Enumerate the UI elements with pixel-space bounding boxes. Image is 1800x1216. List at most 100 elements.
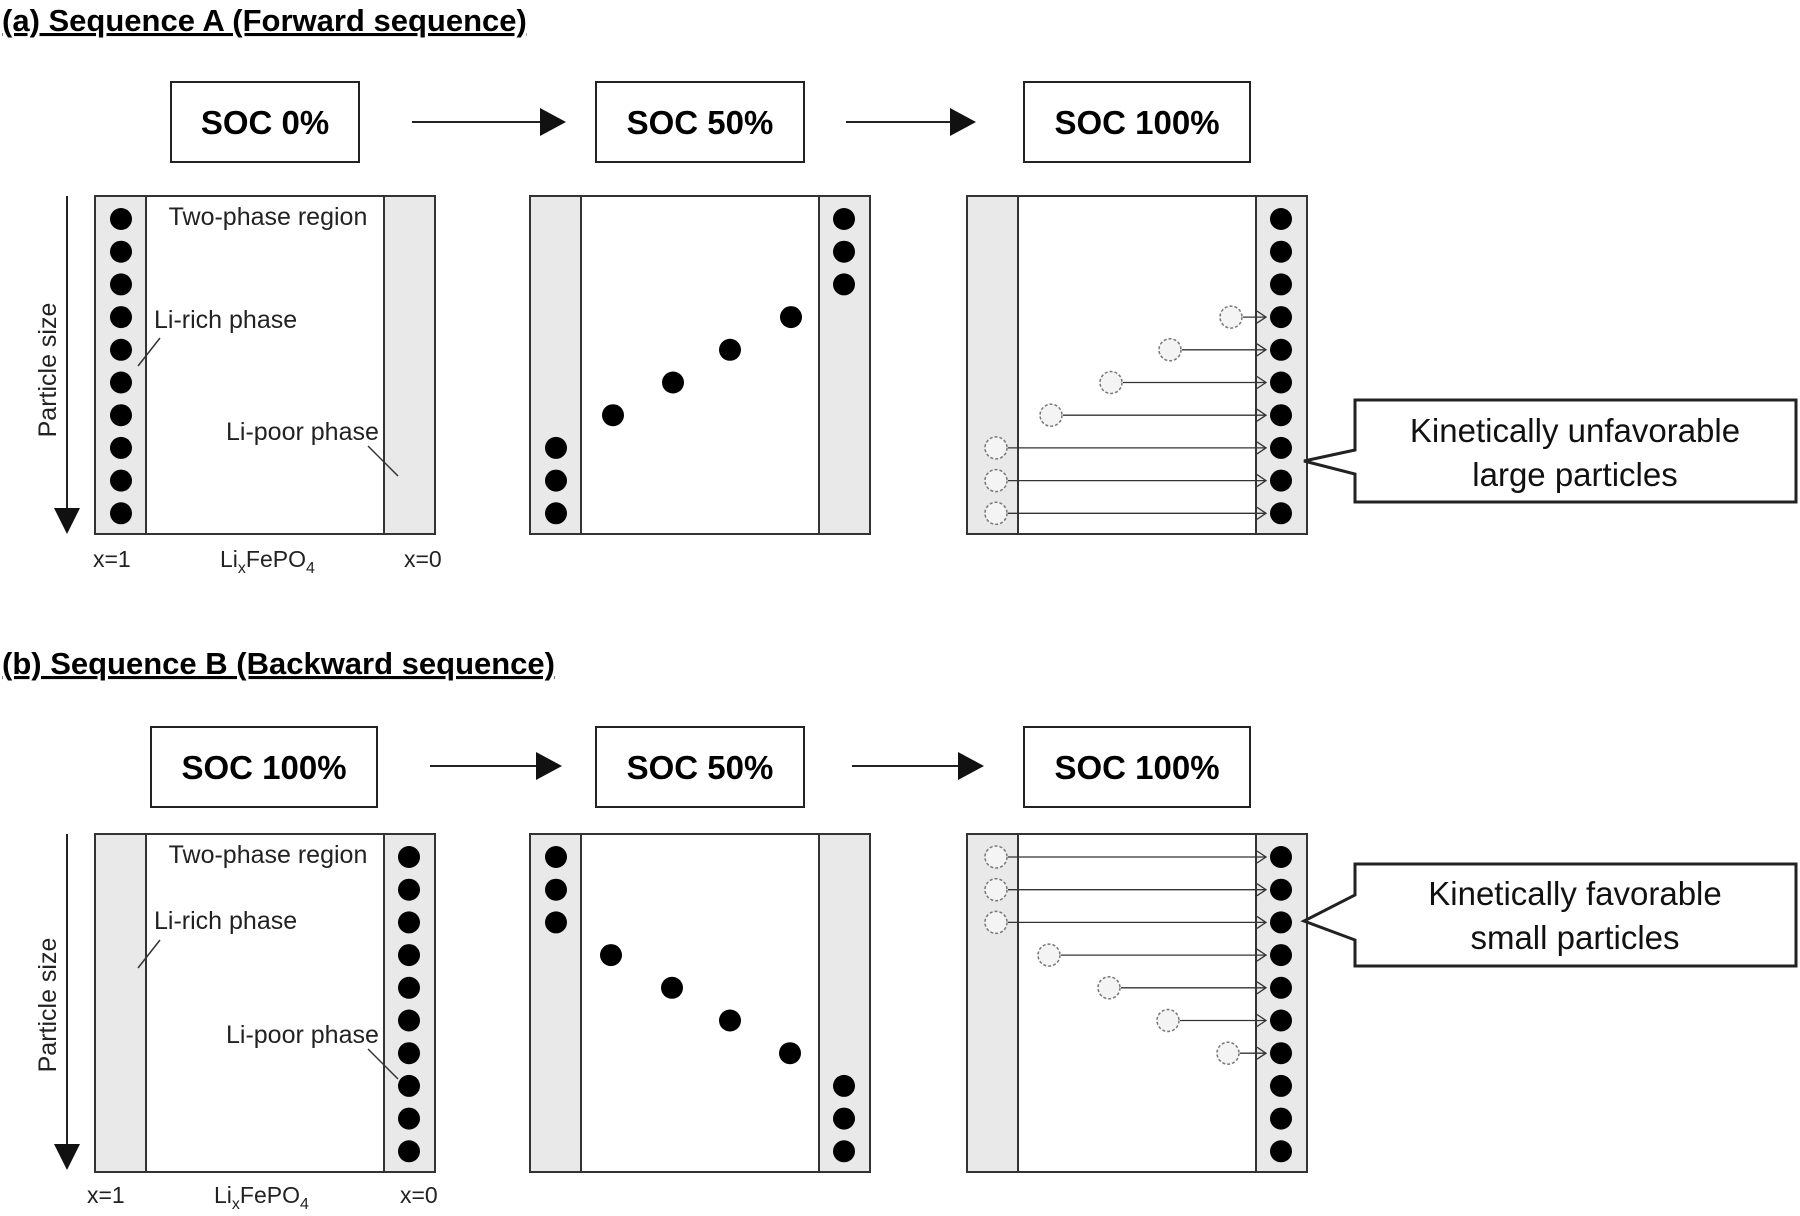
particle xyxy=(1270,944,1292,967)
particle xyxy=(1270,1140,1292,1163)
particle xyxy=(110,306,132,329)
particle xyxy=(1270,273,1292,296)
li-rich-leader-a xyxy=(137,337,161,367)
soc-box-b2 xyxy=(595,726,805,808)
two-phase-label-b: Two-phase region xyxy=(169,841,368,869)
soc-label-a3: SOC 100% xyxy=(1054,104,1219,141)
particle xyxy=(545,436,567,459)
particle xyxy=(398,944,420,967)
particle xyxy=(1270,338,1292,361)
particle xyxy=(398,1074,420,1097)
transfer-arrowhead xyxy=(1256,310,1268,324)
particle-size-label-a: Particle size xyxy=(34,303,62,438)
ghost-particle xyxy=(984,468,1008,493)
particle xyxy=(545,502,567,525)
particle xyxy=(779,1042,801,1065)
particle xyxy=(602,404,624,427)
transfer-arrowhead xyxy=(1256,474,1268,488)
li-rich-leader-b xyxy=(137,939,161,969)
particle xyxy=(600,944,622,967)
particle xyxy=(545,469,567,492)
particle xyxy=(110,240,132,263)
particle xyxy=(1270,1042,1292,1065)
particle xyxy=(1270,208,1292,230)
transfer-arrowhead xyxy=(1256,883,1268,897)
particle-size-arrowhead-b xyxy=(54,1144,80,1170)
particle xyxy=(398,1107,420,1130)
soc-label-b2: SOC 50% xyxy=(627,749,774,786)
soc-label-b1: SOC 100% xyxy=(181,749,346,786)
diagram-box-a1 xyxy=(94,195,436,535)
li-rich-label-a: Li-rich phase xyxy=(154,306,297,334)
li-poor-label-b: Li-poor phase xyxy=(226,1021,379,1049)
flow-arrowhead-a2 xyxy=(950,108,976,136)
x-left-label-b: x=1 xyxy=(87,1182,125,1208)
compound-label-b: LixFePO4 xyxy=(214,1182,309,1213)
transfer-arrowhead xyxy=(1256,1046,1268,1060)
particle-column-a1 xyxy=(110,208,132,525)
particle xyxy=(780,306,802,329)
ghost-particle xyxy=(984,436,1008,460)
soc-box-a3 xyxy=(1023,81,1251,163)
particle-column-a2 xyxy=(545,208,855,525)
particle xyxy=(1270,878,1292,901)
particle xyxy=(833,1107,855,1130)
ghost-particle xyxy=(1039,403,1063,427)
particle xyxy=(110,436,132,459)
flow-arrowhead-a1 xyxy=(540,108,566,136)
transfer-arrowhead xyxy=(1256,375,1268,390)
x-right-label-a: x=0 xyxy=(404,546,442,572)
ghost-particle xyxy=(1156,1008,1180,1033)
ghost-particle xyxy=(1158,338,1182,362)
particle xyxy=(833,1140,855,1163)
particle xyxy=(1270,502,1292,525)
diagram-box-b2 xyxy=(529,833,871,1173)
particle xyxy=(1270,1074,1292,1097)
soc-box-b3 xyxy=(1023,726,1251,808)
particle xyxy=(398,976,420,999)
transfer-arrowhead xyxy=(1256,850,1268,864)
particle xyxy=(398,1140,420,1163)
particle xyxy=(833,208,855,230)
transfer-arrowhead xyxy=(1256,915,1268,929)
particle xyxy=(110,273,132,296)
particle xyxy=(110,338,132,361)
particle xyxy=(1270,846,1292,868)
particle-column-b3 xyxy=(984,845,1292,1163)
particle xyxy=(1270,1009,1292,1032)
particle-size-arrowhead-a xyxy=(54,508,80,534)
particle-size-label-b: Particle size xyxy=(34,938,62,1073)
ghost-particle xyxy=(1216,1041,1240,1065)
callout-a-line1: Kinetically unfavorable xyxy=(1410,412,1740,449)
particle xyxy=(833,273,855,296)
transfer-arrowhead xyxy=(1256,343,1268,357)
particle xyxy=(833,1074,855,1097)
flow-arrowhead-b2 xyxy=(958,752,984,780)
diagram-box-a2 xyxy=(529,195,871,535)
particle-column-b2 xyxy=(545,846,855,1163)
particle xyxy=(1270,911,1292,934)
particle-column-a3 xyxy=(984,208,1292,526)
diagram-box-b3 xyxy=(966,833,1308,1173)
soc-label-a1: SOC 0% xyxy=(201,104,329,141)
transfer-arrowhead xyxy=(1256,441,1268,455)
li-poor-label-a: Li-poor phase xyxy=(226,418,379,446)
particle xyxy=(661,976,683,999)
particle xyxy=(110,371,132,394)
soc-box-a2 xyxy=(595,81,805,163)
particle-column-b1 xyxy=(398,846,420,1163)
x-right-label-b: x=0 xyxy=(400,1182,438,1208)
particle xyxy=(1270,1107,1292,1130)
particle xyxy=(1270,371,1292,394)
ghost-particle xyxy=(984,845,1008,869)
diagram-box-b1 xyxy=(94,833,436,1173)
flow-arrowhead-b1 xyxy=(536,752,562,780)
soc-label-b3: SOC 100% xyxy=(1054,749,1219,786)
li-poor-leader-b xyxy=(367,1048,399,1080)
ghost-particle xyxy=(1037,943,1061,967)
ghost-particle xyxy=(1219,305,1243,329)
ghost-particle xyxy=(1099,370,1123,395)
callout-b-line1: Kinetically favorable xyxy=(1428,875,1722,912)
transfer-arrowhead xyxy=(1256,408,1268,422)
